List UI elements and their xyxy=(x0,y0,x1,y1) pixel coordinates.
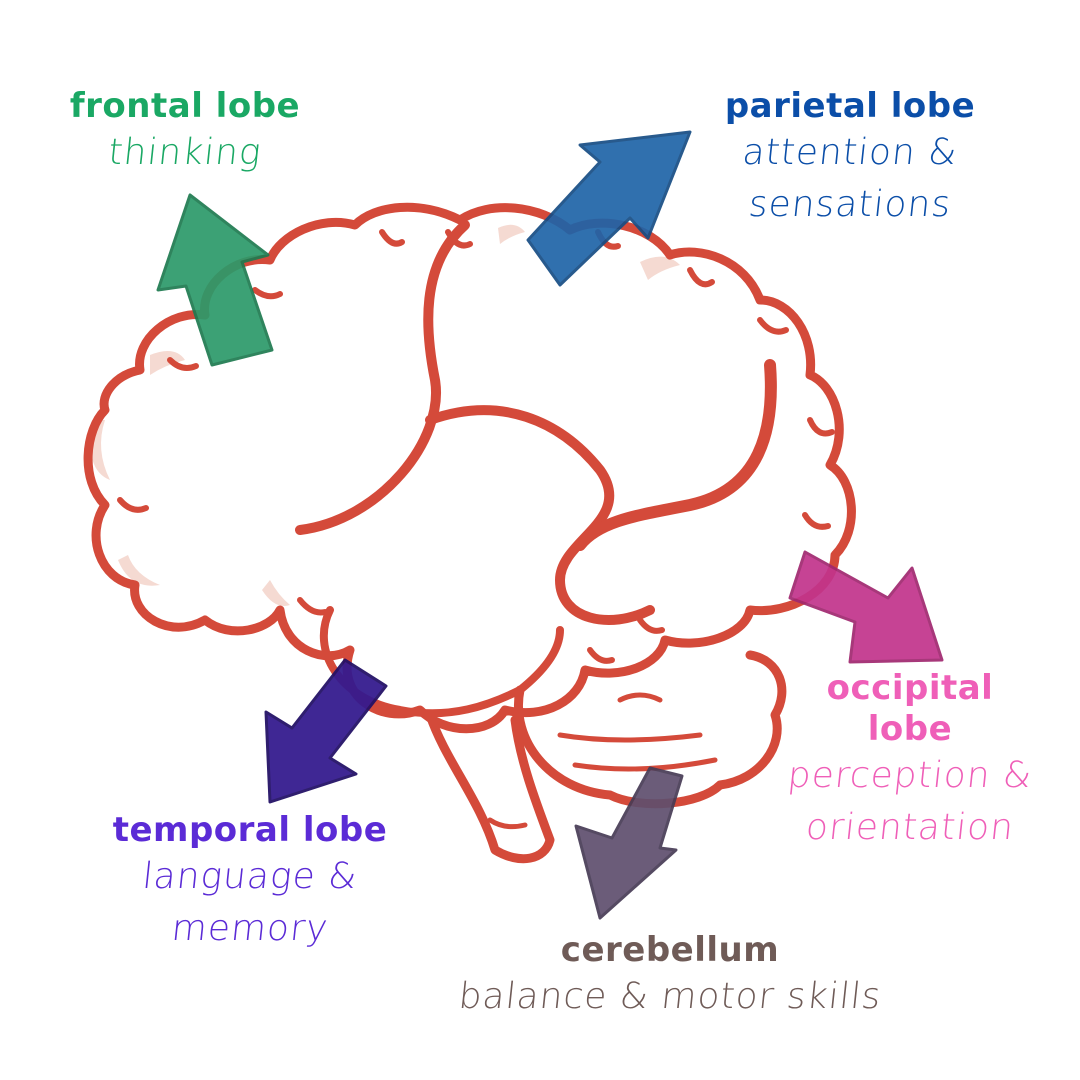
temporal-lobe-function-line2: memory xyxy=(169,907,331,949)
occipital-lobe-function-line2: orientation xyxy=(803,806,1017,848)
arrow-up-icon xyxy=(156,193,274,367)
occipital-lobe-label: occipital lobe perception & orientation xyxy=(760,668,1060,854)
central-sulcus xyxy=(295,220,470,535)
frontal-lobe-function: thinking xyxy=(106,131,264,173)
cerebellum-outline xyxy=(514,650,787,809)
occipital-lobe-function-line1: perception & xyxy=(785,754,1035,796)
cerebellum-name: cerebellum xyxy=(560,930,780,970)
parietal-lobe-name: parietal lobe xyxy=(724,86,976,126)
parieto-occipital-sulcus xyxy=(574,359,777,551)
temporal-lobe-function-line1: language & xyxy=(140,855,360,897)
temporal-contour xyxy=(319,606,564,718)
frontal-lobe-label: frontal lobe thinking xyxy=(40,86,330,179)
brain-stem xyxy=(425,710,555,864)
cerebellum-folds xyxy=(557,692,718,772)
parietal-lobe-function-line1: attention & xyxy=(740,131,960,173)
cerebellum-function: balance & motor skills xyxy=(456,975,884,1017)
temporal-lobe-name: temporal lobe xyxy=(112,810,388,850)
gyri-marks xyxy=(117,229,835,664)
cerebrum-outline xyxy=(83,202,856,734)
lateral-sulcus xyxy=(425,405,655,625)
arrow-down-icon xyxy=(574,766,684,920)
arrow-right-icon xyxy=(788,550,944,664)
cerebellum-label: cerebellum balance & motor skills xyxy=(430,930,910,1023)
brain-stem-fold xyxy=(487,817,528,830)
occipital-lobe-name-line2: lobe xyxy=(867,708,953,749)
parietal-lobe-label: parietal lobe attention & sensations xyxy=(700,86,1000,231)
frontal-lobe-name: frontal lobe xyxy=(69,86,301,126)
temporal-lobe-label: temporal lobe language & memory xyxy=(90,810,410,955)
arrow-down-left-icon xyxy=(264,658,388,804)
arrow-up-right-icon xyxy=(526,130,692,287)
occipital-lobe-name-line1: occipital xyxy=(826,668,994,708)
brain-shading xyxy=(90,224,680,606)
parietal-lobe-function-line2: sensations xyxy=(746,183,954,225)
